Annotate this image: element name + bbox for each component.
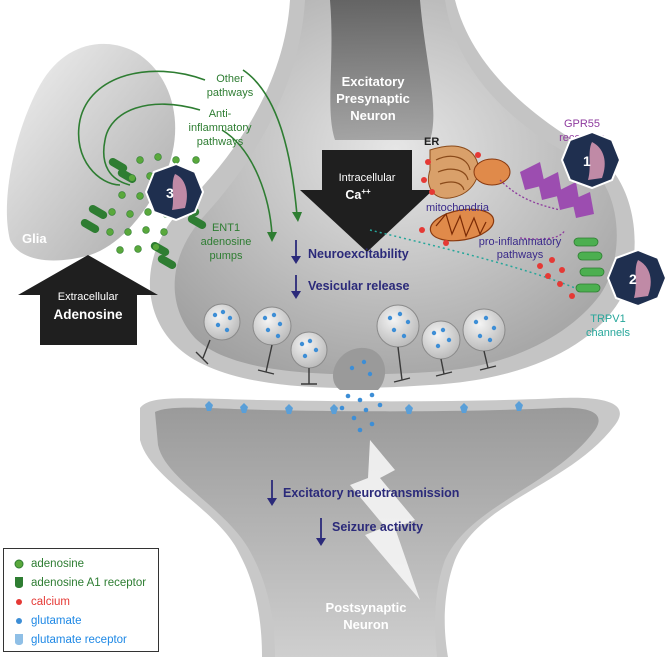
calcium-dots-er	[419, 152, 481, 246]
neuron-title-3: Neuron	[350, 108, 396, 123]
vesicles	[195, 303, 506, 385]
post-title-1: Postsynaptic	[326, 600, 407, 615]
green-dot-icon	[10, 559, 28, 569]
neuroexcitability-arrow	[291, 240, 301, 264]
badge-2: 2	[606, 248, 668, 308]
red-dot-icon	[10, 598, 28, 606]
intracellular-label-2: Ca++	[345, 187, 371, 202]
pro-inflammatory-label-1: pro-inflammatory	[479, 236, 562, 248]
legend-label: calcium	[31, 595, 70, 608]
fusing-vesicle	[332, 347, 386, 390]
other-pathways-curve	[77, 70, 206, 186]
intracellular-arrow	[300, 150, 433, 252]
extracellular-arrow	[18, 255, 158, 345]
mitochondrion	[429, 208, 495, 242]
svg-text:2: 2	[629, 271, 637, 287]
other-pathways-label-1: Other	[216, 73, 244, 85]
legend-item: glutamate	[10, 611, 152, 630]
legend-item: glutamate receptor	[10, 630, 152, 649]
glutamate-receptors	[205, 401, 523, 414]
intracellular-label-1: Intracellular	[339, 172, 396, 184]
legend-label: glutamate	[31, 614, 82, 627]
anti-inflammatory-label-2: inflammatory	[189, 122, 252, 134]
neuron-title-1: Excitatory	[342, 74, 406, 89]
vesicle	[376, 304, 420, 383]
pro-inflammatory-label-2: pathways	[497, 249, 544, 261]
seizure-activity-label: Seizure activity	[332, 520, 423, 534]
anti-inflammatory-curve	[103, 103, 201, 186]
blue-receptor-icon	[10, 633, 28, 647]
er-organelle	[427, 145, 479, 199]
legend-item: calcium	[10, 592, 152, 611]
legend-label: adenosine A1 receptor	[31, 576, 147, 589]
anti-inflammatory-label-3: pathways	[197, 136, 244, 148]
svg-text:1: 1	[583, 153, 591, 169]
other-pathways-label-2: pathways	[207, 87, 254, 99]
axon-core	[330, 0, 434, 140]
mitochondria-label: mitochondria	[426, 202, 490, 214]
ent1-label-3: pumps	[209, 250, 243, 262]
legend-item: adenosine A1 receptor	[10, 573, 152, 592]
legend-item: adenosine	[10, 554, 152, 573]
released-glutamate	[339, 392, 383, 433]
lightning-bolt-icon	[350, 440, 420, 600]
vesicle	[195, 303, 241, 365]
calcium-dots-trpv1	[537, 257, 575, 299]
vesicular-release-arrow	[291, 275, 301, 299]
extracellular-label-1: Extracellular	[58, 291, 119, 303]
ent1-label-2: adenosine	[201, 236, 252, 248]
trpv1-label-2: channels	[586, 327, 631, 339]
green-receptor-icon	[10, 576, 28, 590]
badge-1: 1	[560, 130, 622, 190]
seizure-activity-arrow	[316, 518, 326, 546]
neuroexcitability-label: Neuroexcitability	[308, 247, 409, 261]
excitatory-neurotransmission-arrow	[267, 480, 277, 506]
anti-inflammatory-label-1: Anti-	[209, 108, 232, 120]
vesicle	[252, 306, 292, 375]
vesicular-release-label: Vesicular release	[308, 279, 410, 293]
ent1-label-1: ENT1	[212, 222, 240, 234]
anti-inflammatory-arrow	[221, 129, 273, 236]
extracellular-label-2: Adenosine	[53, 307, 123, 322]
glia-cell	[6, 43, 176, 261]
badge-3: 3	[144, 162, 205, 222]
vesicle	[462, 308, 506, 371]
legend-label: adenosine	[31, 557, 85, 570]
blue-dot-icon	[10, 617, 28, 625]
glutamate-dots	[212, 309, 497, 359]
anti-inflammatory-arrowhead	[267, 232, 277, 242]
gpr55-label-1: GPR55	[564, 118, 600, 130]
other-pathways-arrow	[242, 69, 298, 216]
glia-label: Glia	[22, 231, 47, 246]
trpv1-label-1: TRPV1	[590, 313, 625, 325]
neuron-title-2: Presynaptic	[336, 91, 410, 106]
legend: adenosine adenosine A1 receptor calcium …	[3, 548, 159, 652]
gpr55-receptors	[520, 162, 594, 218]
legend-label: glutamate receptor	[31, 633, 127, 646]
excitatory-neurotransmission-label: Excitatory neurotransmission	[283, 486, 459, 500]
mitochondrion-2	[473, 158, 511, 186]
pro-inflammatory-path	[499, 179, 566, 240]
trpv1-channels	[573, 237, 605, 293]
svg-text:3: 3	[166, 185, 174, 201]
vesicle	[290, 331, 328, 385]
er-label: ER	[424, 136, 439, 148]
other-pathways-arrowhead	[292, 212, 302, 222]
vesicle	[421, 320, 461, 377]
post-title-2: Neuron	[343, 617, 389, 632]
